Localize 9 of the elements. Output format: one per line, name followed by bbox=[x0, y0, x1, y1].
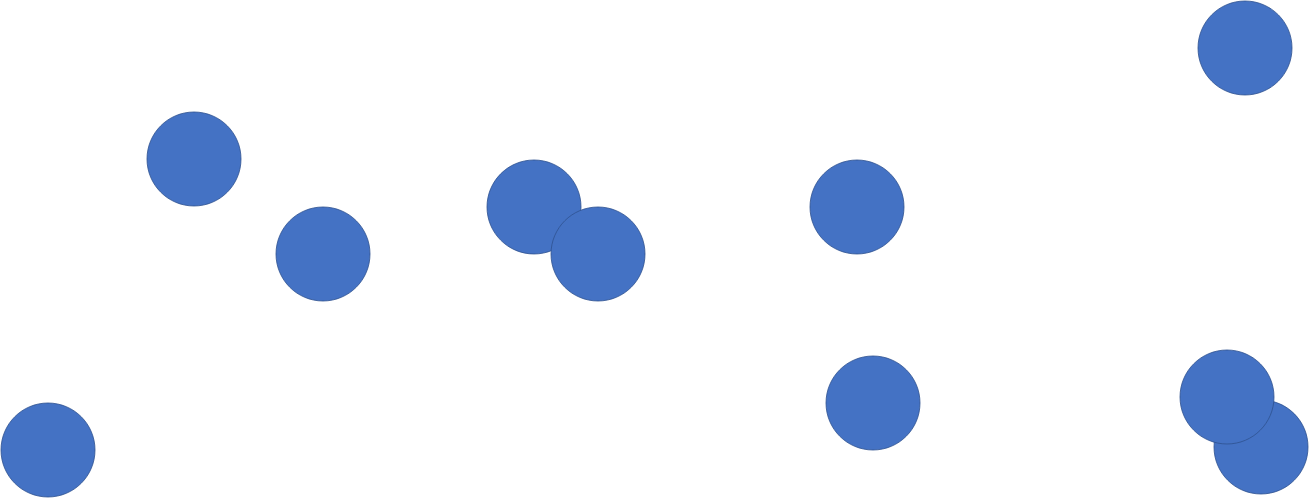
circle bbox=[146, 111, 242, 207]
circle bbox=[809, 159, 905, 255]
circle bbox=[1179, 349, 1275, 445]
circle bbox=[825, 355, 921, 451]
circle bbox=[550, 206, 646, 302]
circle bbox=[275, 206, 371, 302]
circle bbox=[1197, 0, 1293, 96]
circle bbox=[486, 159, 582, 255]
circle bbox=[0, 402, 96, 498]
